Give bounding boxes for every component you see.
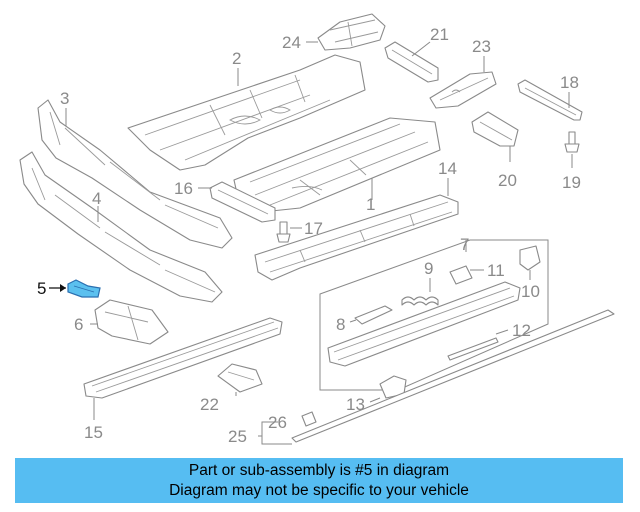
callout-5: 5 [37, 279, 46, 298]
callout-13: 13 [346, 395, 365, 414]
part-17-bolt [276, 221, 291, 243]
callout-23: 23 [472, 37, 491, 56]
leader-8 [349, 319, 357, 323]
callout-16: 16 [174, 179, 193, 198]
callout-11: 11 [487, 261, 505, 280]
callout-20: 20 [498, 171, 517, 190]
callout-9: 9 [424, 259, 433, 278]
callout-2: 2 [232, 49, 241, 68]
part-18-strap [517, 79, 583, 121]
callout-26: 26 [268, 413, 287, 432]
banner-line-1: Part or sub-assembly is #5 in diagram [188, 462, 450, 479]
part-12-strip [447, 337, 499, 361]
part-10-bracket [519, 245, 541, 271]
part-26-clip [301, 411, 317, 427]
part-14-sill [254, 194, 459, 281]
leader-12 [495, 329, 509, 335]
callout-24: 24 [282, 33, 301, 52]
part-4-lower-member [19, 151, 223, 303]
part-5-bracket-highlighted [67, 279, 101, 298]
callout-3: 3 [60, 89, 69, 108]
banner-line-2: Diagram may not be specific to your vehi… [169, 482, 469, 499]
part-25-rocker [291, 309, 615, 443]
part-15-long-rail [83, 317, 283, 399]
callout-6: 6 [74, 315, 83, 334]
callout-4: 4 [92, 189, 101, 208]
group-7-frame [319, 239, 549, 391]
callout-25: 25 [228, 427, 247, 446]
part-1-floor-panel [233, 117, 441, 213]
callout-18: 18 [560, 73, 579, 92]
callout-7: 7 [460, 235, 469, 254]
part-23-reinforcement [429, 71, 497, 109]
callout-10: 10 [521, 282, 540, 301]
part-19-bolt [564, 131, 580, 153]
callout-14: 14 [438, 159, 457, 178]
part-9-trim [401, 296, 439, 306]
callout-21: 21 [430, 25, 449, 44]
callout-19: 19 [562, 173, 581, 192]
leader-5-arrow [49, 284, 66, 292]
part-3-side-member [37, 99, 233, 249]
callout-15: 15 [84, 423, 103, 442]
parts-diagram: 1 2 3 4 5 6 7 8 9 10 11 12 13 14 15 16 1… [19, 13, 615, 446]
part-11-bracket [449, 265, 473, 285]
callout-1: 1 [366, 195, 375, 214]
part-2-floor-pan [127, 54, 366, 171]
callout-17: 17 [304, 219, 323, 238]
leader-21 [411, 41, 431, 57]
callout-22: 22 [200, 395, 219, 414]
callout-12: 12 [512, 321, 531, 340]
leader-13 [369, 397, 381, 403]
info-banner: Part or sub-assembly is #5 in diagram Di… [15, 458, 623, 503]
part-13-bracket [379, 375, 407, 399]
part-8-clip [354, 305, 393, 325]
part-22-clip [217, 363, 263, 393]
part-24-crossmember [317, 13, 386, 51]
callout-8: 8 [336, 315, 345, 334]
part-20-bracket [471, 111, 519, 147]
leader-25 [258, 421, 292, 445]
part-6-gusset [94, 299, 169, 345]
part-7-sill-extension [327, 281, 521, 367]
part-16-rail [209, 181, 276, 223]
part-21-bracket [384, 41, 439, 83]
